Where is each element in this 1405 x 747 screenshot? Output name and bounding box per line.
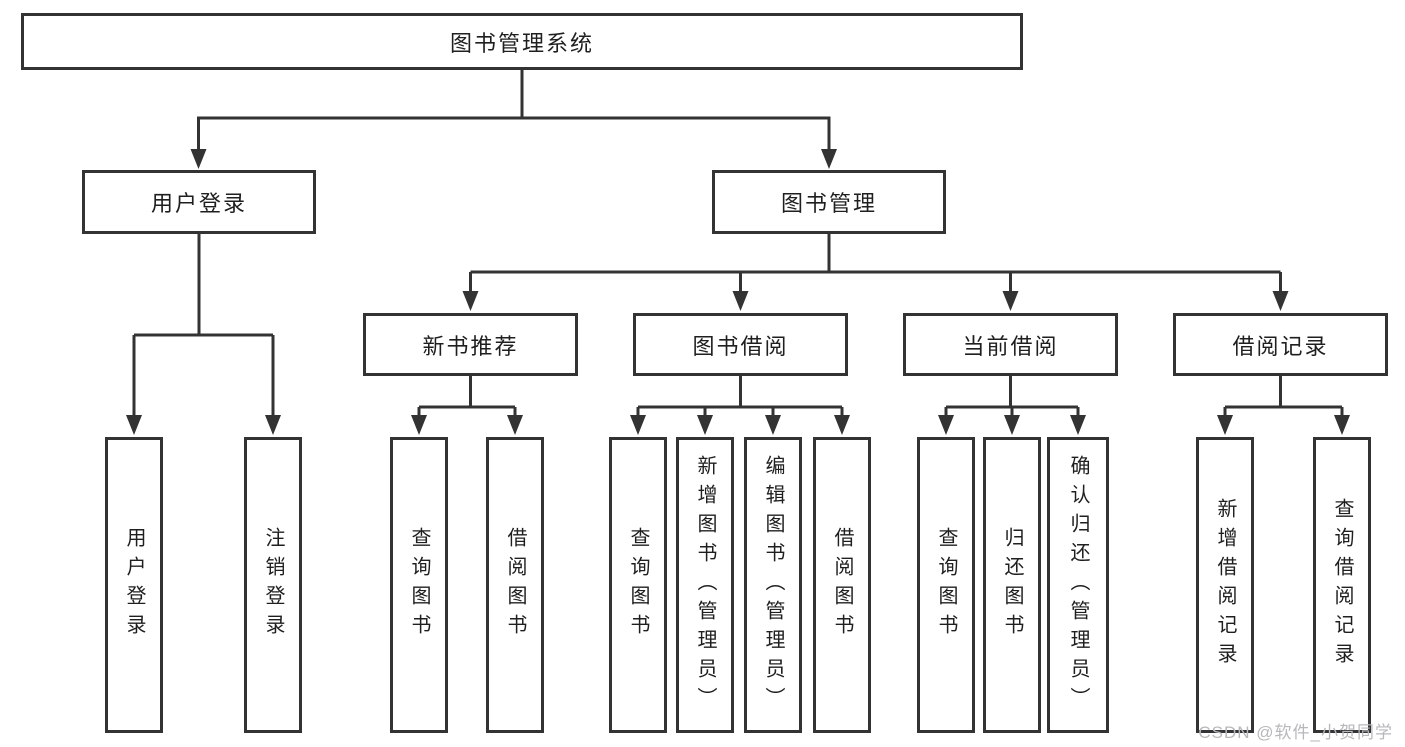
- node-leaf-user-login: 用户登录: [105, 437, 163, 733]
- node-leaf-query-books-borrow-label: 查询图书: [627, 527, 649, 643]
- node-library-system: 图书管理系统: [21, 13, 1023, 70]
- node-leaf-add-book-admin-label: 新增图书（管理员）: [694, 454, 716, 716]
- node-leaf-query-books-recommend: 查询图书: [390, 437, 448, 733]
- node-leaf-edit-book-admin-label: 编辑图书（管理员）: [762, 454, 784, 716]
- node-leaf-add-book-admin: 新增图书（管理员）: [676, 437, 734, 733]
- node-new-book-recommend: 新书推荐: [363, 313, 578, 376]
- node-leaf-logout: 注销登录: [244, 437, 302, 733]
- node-library-system-label: 图书管理系统: [449, 30, 594, 56]
- node-leaf-query-books-current: 查询图书: [917, 437, 975, 733]
- node-new-book-recommend-label: 新书推荐: [422, 333, 519, 359]
- watermark-text: CSDN @软件_小贺同学: [1198, 723, 1393, 742]
- node-leaf-user-login-label: 用户登录: [123, 527, 145, 643]
- node-book-borrow-label: 图书借阅: [692, 333, 789, 359]
- node-leaf-borrow-books: 借阅图书: [813, 437, 871, 733]
- node-leaf-borrow-books-recommend: 借阅图书: [486, 437, 544, 733]
- node-current-borrow: 当前借阅: [903, 313, 1118, 376]
- node-leaf-query-borrow-record: 查询借阅记录: [1313, 437, 1371, 733]
- node-leaf-query-books-recommend-label: 查询图书: [408, 527, 430, 643]
- node-leaf-borrow-books-recommend-label: 借阅图书: [504, 527, 526, 643]
- node-book-management-label: 图书管理: [780, 191, 877, 216]
- node-borrow-records-label: 借阅记录: [1232, 333, 1329, 359]
- node-leaf-add-borrow-record: 新增借阅记录: [1196, 437, 1254, 733]
- node-leaf-borrow-books-label: 借阅图书: [831, 527, 853, 643]
- node-leaf-query-books-borrow: 查询图书: [609, 437, 667, 733]
- node-current-borrow-label: 当前借阅: [962, 333, 1059, 359]
- node-leaf-return-book-label: 归还图书: [1001, 527, 1023, 643]
- node-leaf-edit-book-admin: 编辑图书（管理员）: [744, 437, 802, 733]
- node-book-borrow: 图书借阅: [633, 313, 848, 376]
- node-leaf-query-books-current-label: 查询图书: [935, 527, 957, 643]
- node-leaf-query-borrow-record-label: 查询借阅记录: [1331, 498, 1353, 672]
- node-borrow-records: 借阅记录: [1173, 313, 1388, 376]
- node-leaf-add-borrow-record-label: 新增借阅记录: [1214, 498, 1236, 672]
- node-leaf-logout-label: 注销登录: [262, 527, 284, 643]
- node-leaf-return-book: 归还图书: [983, 437, 1041, 733]
- node-user-login-branch: 用户登录: [82, 170, 316, 234]
- node-leaf-confirm-return-admin: 确认归还（管理员）: [1047, 437, 1109, 733]
- node-book-management: 图书管理: [712, 170, 946, 234]
- node-user-login-branch-label: 用户登录: [150, 191, 247, 216]
- node-leaf-confirm-return-admin-label: 确认归还（管理员）: [1067, 454, 1089, 716]
